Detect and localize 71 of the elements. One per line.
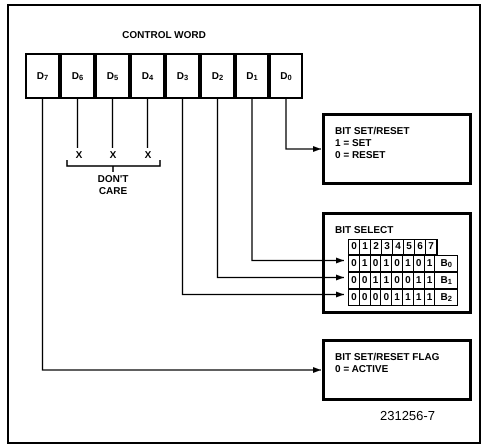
table-cell: 1: [381, 256, 392, 271]
function-box: [322, 339, 472, 401]
arrow: [251, 99, 344, 264]
table-cell-text: B$_{1}$: [439, 274, 453, 288]
box-text: 0 = RESET: [335, 150, 386, 162]
table-cell: 0: [360, 273, 371, 288]
table-cell: 1: [381, 273, 392, 288]
control-word-register: [25, 28, 303, 99]
table-cell: 1: [424, 290, 436, 305]
bit-cell: D$_{3}$: [165, 53, 200, 99]
table-cell: 3: [382, 240, 393, 254]
table-cell: 1: [414, 290, 425, 305]
table-cell: 0: [370, 256, 382, 271]
connector-line: [112, 99, 114, 148]
table-row: [348, 239, 438, 255]
table-cell: 1: [370, 273, 382, 288]
table-cell: 0: [349, 273, 360, 288]
table-cell: 4: [393, 240, 404, 254]
table-cell: 1: [414, 273, 425, 288]
table-cell: 2: [371, 240, 382, 254]
arrow: [182, 99, 344, 298]
table-cell: 0: [414, 256, 425, 271]
table-cell: 0: [349, 256, 360, 271]
bit-cell: D$_{2}$: [200, 53, 235, 99]
table-cell: 5: [404, 240, 415, 254]
table-cell: 0: [349, 290, 360, 305]
bracket-label: DON'T CARE: [96, 174, 130, 198]
table-cell: 1: [424, 256, 436, 271]
table-cell: 1: [402, 256, 414, 271]
box-heading: BIT SET/RESET FLAG: [335, 352, 440, 364]
table-cell: 0: [392, 273, 403, 288]
table-cell: 0: [392, 256, 403, 271]
box-heading: BIT SET/RESET: [335, 126, 410, 138]
box-text: 1 = SET: [335, 138, 372, 150]
box-text: 0 = ACTIVE: [335, 364, 390, 376]
bit-cell: D$_{5}$: [95, 53, 130, 99]
bit-cell: D$_{0}$: [269, 53, 303, 99]
table-row: [348, 255, 458, 272]
function-box: [322, 212, 472, 314]
arrow: [285, 99, 321, 152]
bit-cell: D$_{6}$: [60, 53, 95, 99]
dont-care-mark: X: [106, 148, 120, 162]
table-cell-text: B$_{0}$: [439, 256, 453, 271]
table-cell: 0: [381, 290, 392, 305]
dont-care-mark: X: [72, 148, 86, 162]
connector-line: [76, 99, 78, 148]
register-title: CONTROL WORD: [121, 29, 207, 43]
table-cell-text: B$_{2}$: [439, 290, 453, 305]
table-cell: 0: [360, 290, 371, 305]
bit-cell: D$_{4}$: [130, 53, 165, 99]
box-heading: BIT SELECT: [335, 225, 394, 237]
connector-line: [146, 99, 148, 148]
function-box: [322, 113, 472, 185]
table-cell: 0: [349, 240, 360, 254]
table-row: [348, 272, 458, 289]
table-cell: 1: [392, 290, 403, 305]
table-row: [348, 289, 458, 306]
table-cell: 7: [426, 240, 437, 254]
table-cell: 1: [360, 240, 371, 254]
table-cell: 1: [424, 273, 436, 288]
table-cell: 1: [360, 256, 371, 271]
table-cell: 6: [415, 240, 426, 254]
bit-cell: D$_{7}$: [25, 53, 60, 99]
arrow: [216, 99, 344, 280]
figure-number: 231256-7: [380, 407, 435, 425]
table-cell: 0: [402, 273, 414, 288]
arrow: [42, 99, 321, 373]
table-cell: 1: [402, 290, 414, 305]
bit-cell: D$_{1}$: [235, 53, 269, 99]
table-cell: 0: [370, 290, 382, 305]
dont-care-mark: X: [141, 148, 155, 162]
